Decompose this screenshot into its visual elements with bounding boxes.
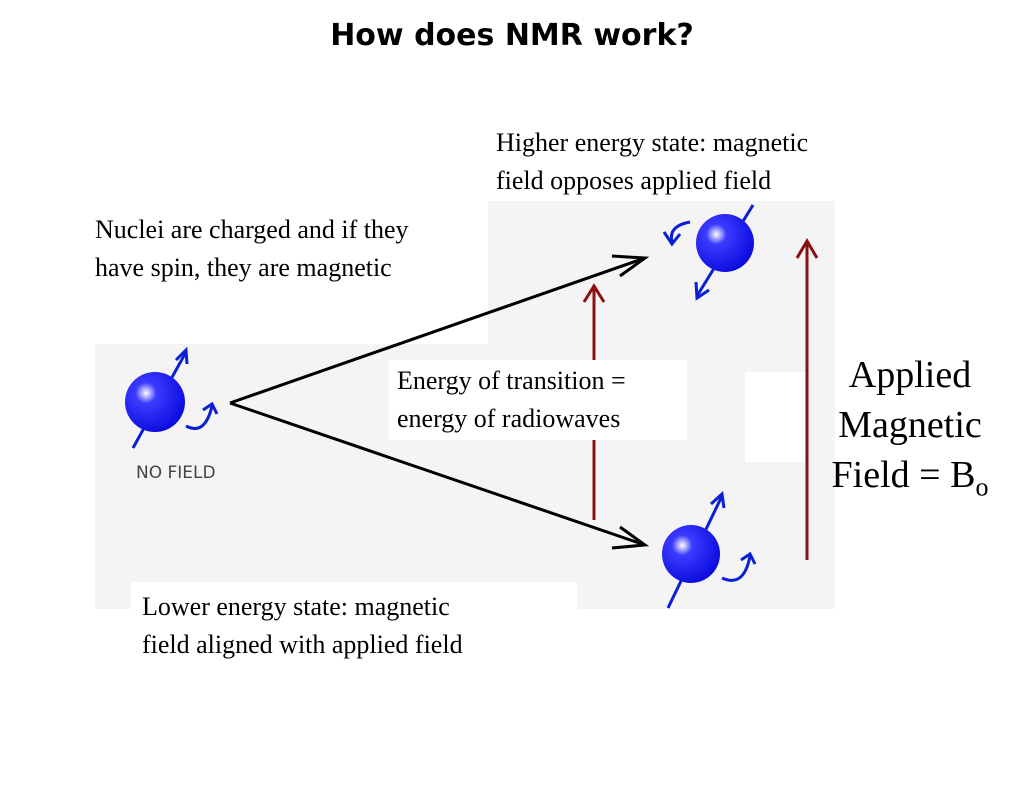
nucleus-higher-energy [662,204,755,301]
higher-energy-label: Higher energy state: magnetic field oppo… [496,124,808,200]
transition-box [389,360,687,440]
lower-energy-label: Lower energy state: magnetic field align… [142,588,463,664]
transition-arrowhead [582,283,606,303]
applied-field-arrowhead [795,238,819,259]
lower-energy-label-line-2: field aligned with applied field [142,630,463,659]
applied-field-text: Field = B [831,454,976,496]
transition-label: Energy of transition = energy of radiowa… [397,362,626,438]
higher-energy-label-line-2: field opposes applied field [496,166,772,195]
slide-title: How does NMR work? [330,18,694,53]
nuclei-label-line-1: Nuclei are charged and if they [95,215,409,244]
applied-field-line-3: Field = Bo [820,450,1000,513]
lower-energy-box [131,582,577,662]
nucleus-lower-energy [662,490,757,609]
applied-field-subscript: o [975,472,989,502]
nucleus-no-field [125,346,219,449]
lower-energy-label-line-1: Lower energy state: magnetic [142,592,450,621]
nuclei-label: Nuclei are charged and if they have spin… [95,211,409,287]
lower-branch-line [229,401,646,547]
applied-box [745,372,805,462]
applied-field-line-2: Magnetic [838,404,982,446]
nuclei-label-line-2: have spin, they are magnetic [95,253,392,282]
no-field-label: NO FIELD [136,463,216,483]
upper-branch-arrowhead [611,254,650,278]
transition-label-line-2: energy of radiowaves [397,404,621,433]
lower-branch-arrowhead [611,525,650,550]
transition-label-line-1: Energy of transition = [397,366,626,395]
applied-field-label: Applied Magnetic Field = Bo [820,350,1000,513]
applied-field-line-1: Applied [848,354,972,396]
higher-energy-label-line-1: Higher energy state: magnetic [496,128,809,157]
upper-branch-line [229,256,646,405]
